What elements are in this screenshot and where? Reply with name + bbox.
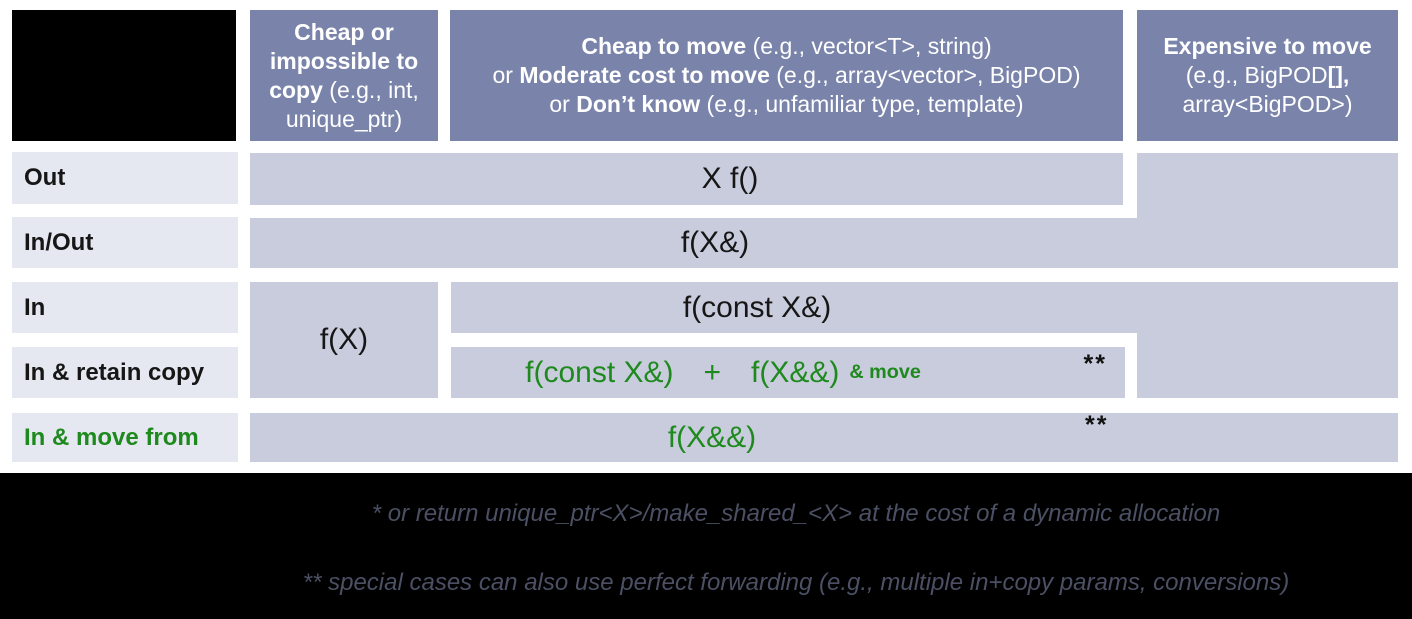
cell-in-move-from-rvalue-ref: f(X&&) ** xyxy=(250,411,1398,462)
row-label-in-out: In/Out xyxy=(12,217,238,268)
column-header-text: Cheap to move (e.g., vector<T>, string)o… xyxy=(492,33,1081,117)
footnote-return-unique-ptr: * or return unique_ptr<X>/make_shared_<X… xyxy=(371,500,1221,527)
cell-in-retain-copy-overloads: f(const X&)+f(X&&)& move ** xyxy=(451,347,1125,398)
corner-black-box xyxy=(12,10,236,141)
cell-in-pass-by-value: f(X) xyxy=(250,282,438,398)
column-header-text: Expensive to move(e.g., BigPOD[],array<B… xyxy=(1163,33,1372,117)
footnote-perfect-forwarding: ** special cases can also use perfect fo… xyxy=(302,569,1290,596)
code-f-x-ref: f(X&) xyxy=(680,226,750,259)
column-header-cheap-or-moderate-or-unknown-move: Cheap to move (e.g., vector<T>, string)o… xyxy=(450,10,1123,141)
cell-in-const-reference: f(const X&) xyxy=(451,282,1398,333)
row-label-in-retain-copy: In & retain copy xyxy=(12,347,238,398)
cell-out-expensive-blank xyxy=(1137,153,1398,218)
cell-out-return-by-value: X f() xyxy=(250,153,1123,205)
row-label-in-move-from: In & move from xyxy=(12,413,238,462)
column-header-expensive-to-move: Expensive to move(e.g., BigPOD[],array<B… xyxy=(1137,10,1398,141)
double-asterisk-note: ** xyxy=(1083,350,1107,378)
code-x-f: X f() xyxy=(701,162,759,195)
row-label-in: In xyxy=(12,282,238,333)
cell-inout-reference: f(X&) xyxy=(250,218,1398,268)
code-f-x: f(X) xyxy=(319,323,369,356)
footnote-panel: * or return unique_ptr<X>/make_shared_<X… xyxy=(0,473,1412,619)
row-label-out: Out xyxy=(12,152,238,204)
cell-retain-expensive-blank xyxy=(1137,333,1398,398)
code-f-const-x-ref: f(const X&) xyxy=(682,290,832,324)
code-const-ref-plus-rvalue-move: f(const X&)+f(X&&)& move xyxy=(525,355,921,389)
code-f-x-rvalue-ref: f(X&&) xyxy=(667,420,757,454)
double-asterisk-note: ** xyxy=(1085,411,1109,439)
